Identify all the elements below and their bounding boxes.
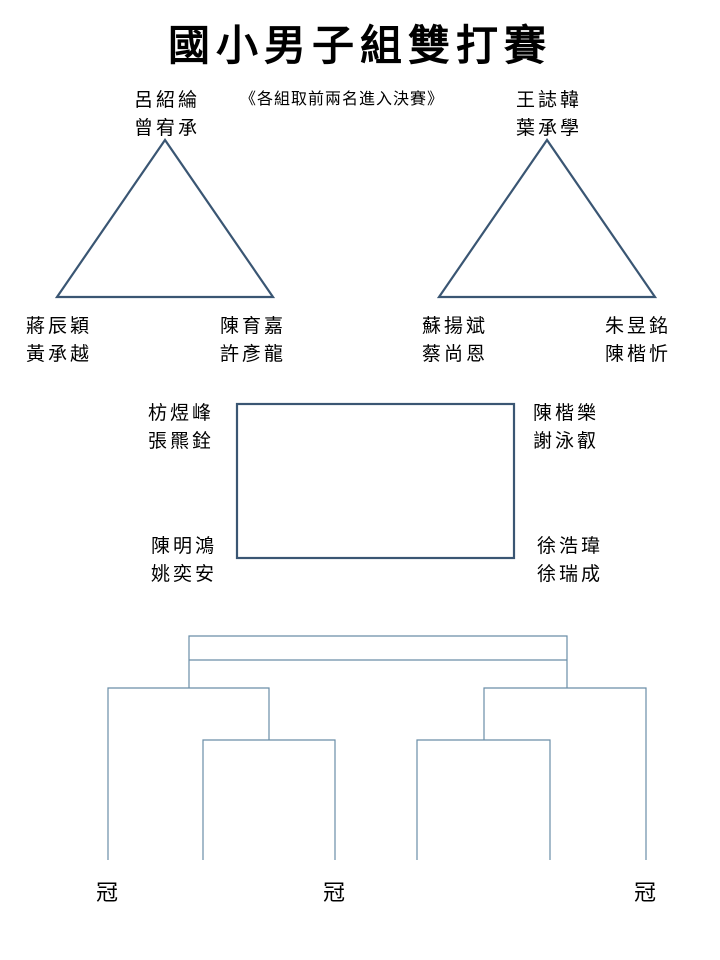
group-b-triangle xyxy=(436,138,658,299)
group-b-pair-top: 王誌韓 葉承學 xyxy=(516,86,582,142)
player-name: 蘇揚斌 xyxy=(422,315,489,337)
page-title: 國小男子組雙打賽 xyxy=(167,21,552,70)
player-name: 謝泳叡 xyxy=(533,430,600,452)
group-a-triangle xyxy=(54,138,276,299)
bracket-left-first xyxy=(202,739,336,860)
player-name: 朱昱銘 xyxy=(605,315,672,337)
player-name: 蔡尚恩 xyxy=(422,343,489,365)
player-name: 曾宥承 xyxy=(134,117,201,139)
bracket-crown-label-left: 冠 xyxy=(96,881,119,906)
qualification-note: 《各組取前兩名進入決賽》 xyxy=(240,89,445,108)
player-name: 徐浩瑋 xyxy=(537,535,604,557)
player-name: 呂紹綸 xyxy=(134,89,201,111)
bracket-final-line xyxy=(188,635,568,688)
group-a-pair-bottom-left: 蔣辰穎 黃承越 xyxy=(26,312,92,368)
player-name: 陳育嘉 xyxy=(220,315,287,337)
player-name: 蔣辰穎 xyxy=(26,315,93,337)
player-name: 黃承越 xyxy=(26,343,93,365)
player-name: 張羆銓 xyxy=(148,430,215,452)
player-name: 徐瑞成 xyxy=(537,563,604,585)
bracket-right-semi xyxy=(483,687,647,860)
bracket-crown-label-right: 冠 xyxy=(634,881,657,906)
player-name: 枋煜峰 xyxy=(148,402,215,424)
group-a-pair-top: 呂紹綸 曾宥承 xyxy=(134,86,200,142)
group-c-pair-bottom-right: 徐浩瑋 徐瑞成 xyxy=(537,532,603,588)
player-name: 姚奕安 xyxy=(151,563,218,585)
group-c-square xyxy=(235,402,516,560)
group-c-pair-top-left: 枋煜峰 張羆銓 xyxy=(148,399,214,455)
player-name: 王誌韓 xyxy=(516,89,583,111)
bracket-crown-label-center: 冠 xyxy=(323,881,346,906)
group-b-pair-bottom-left: 蘇揚斌 蔡尚恩 xyxy=(422,312,488,368)
knockout-bracket xyxy=(107,635,647,860)
group-c-pair-bottom-left: 陳明鴻 姚奕安 xyxy=(151,532,217,588)
bracket-left-semi xyxy=(107,687,270,860)
player-name: 許彥龍 xyxy=(220,343,287,365)
group-a-pair-bottom-right: 陳育嘉 許彥龍 xyxy=(220,312,286,368)
player-name: 葉承學 xyxy=(516,117,583,139)
group-b-pair-bottom-right: 朱昱銘 陳楷忻 xyxy=(605,312,671,368)
bracket-right-first xyxy=(416,739,551,860)
group-c-pair-top-right: 陳楷樂 謝泳叡 xyxy=(533,399,599,455)
player-name: 陳楷忻 xyxy=(605,343,672,365)
player-name: 陳楷樂 xyxy=(533,402,600,424)
player-name: 陳明鴻 xyxy=(151,535,218,557)
